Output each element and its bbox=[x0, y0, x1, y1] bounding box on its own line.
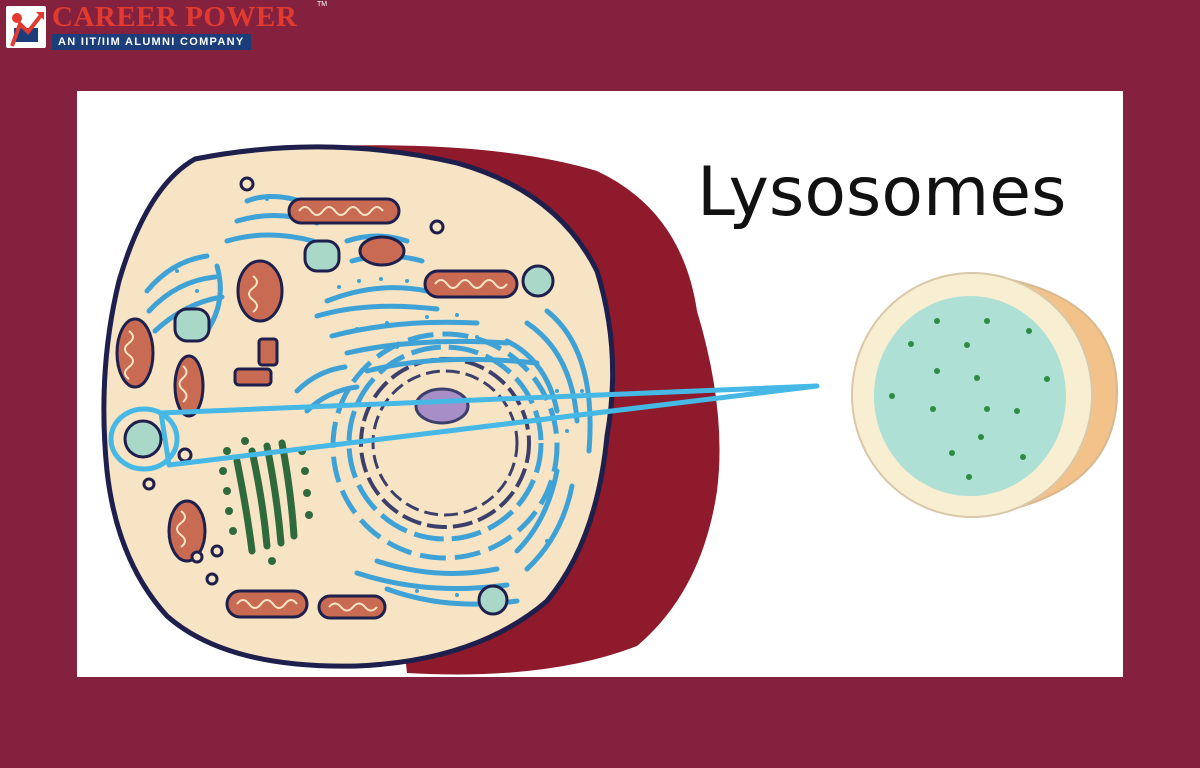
lysosome-detail bbox=[851, 272, 1119, 518]
nucleolus bbox=[414, 387, 470, 425]
logo-mark-icon bbox=[6, 6, 46, 48]
mitochondria bbox=[115, 197, 519, 620]
golgi-vesicles bbox=[219, 437, 313, 565]
hydrolytic-enzymes bbox=[889, 318, 1050, 480]
vesicles bbox=[123, 239, 555, 616]
diagram-panel: Lysosomes bbox=[77, 91, 1123, 677]
nucleus-inner-membrane bbox=[371, 369, 519, 517]
diagram-heading: Lysosomes bbox=[697, 153, 1067, 232]
mitochondria-cristae bbox=[124, 206, 508, 612]
trademark-symbol: TM bbox=[317, 1, 328, 8]
lysosome-interior bbox=[874, 296, 1066, 496]
lysosome-highlight-ring bbox=[108, 406, 180, 472]
nucleus-membrane bbox=[359, 357, 531, 529]
career-power-logo: CAREER POWER TM AN IIT/IIM ALUMNI COMPAN… bbox=[0, 0, 330, 52]
logo-title: CAREER POWER bbox=[52, 1, 298, 33]
small-vesicles bbox=[142, 176, 445, 586]
nuclear-envelope-mid bbox=[346, 344, 544, 542]
er-ribosomes bbox=[175, 197, 584, 597]
cell-diagram bbox=[101, 144, 1119, 675]
callout-pointer bbox=[158, 383, 820, 468]
logo-tagline: AN IIT/IIM ALUMNI COMPANY bbox=[52, 34, 251, 50]
